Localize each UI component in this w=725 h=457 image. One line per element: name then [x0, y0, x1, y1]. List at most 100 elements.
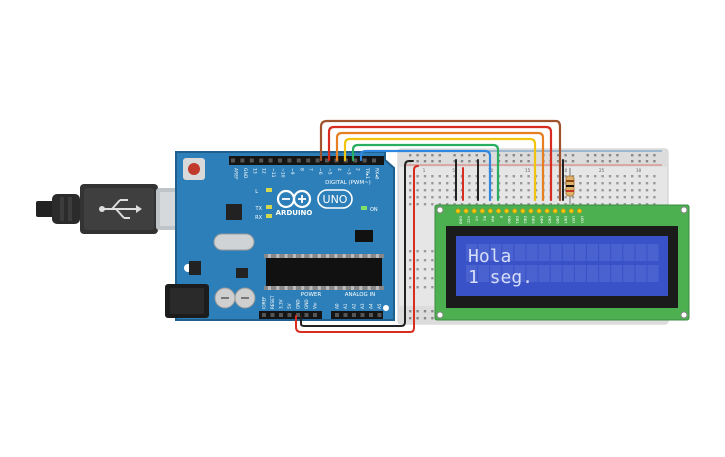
- breadboard-hole[interactable]: [601, 189, 604, 192]
- breadboard-hole[interactable]: [475, 175, 478, 178]
- lcd-pin[interactable]: [520, 208, 526, 214]
- digital-pin-hole[interactable]: [296, 158, 301, 163]
- lcd-pin[interactable]: [552, 208, 558, 214]
- digital-pin-hole[interactable]: [306, 158, 311, 163]
- breadboard-hole[interactable]: [468, 175, 471, 178]
- breadboard-hole[interactable]: [653, 175, 656, 178]
- breadboard-hole[interactable]: [542, 203, 545, 206]
- breadboard-hole[interactable]: [423, 175, 427, 178]
- breadboard-hole[interactable]: [431, 203, 434, 206]
- breadboard-hole[interactable]: [409, 175, 412, 178]
- analog-pin-hole[interactable]: [343, 313, 348, 317]
- rail-hole[interactable]: [453, 160, 456, 163]
- breadboard-hole[interactable]: [497, 203, 501, 206]
- rail-hole[interactable]: [416, 310, 419, 313]
- breadboard-hole[interactable]: [653, 189, 656, 192]
- breadboard-hole[interactable]: [475, 203, 478, 206]
- breadboard-hole[interactable]: [438, 175, 441, 178]
- breadboard-hole[interactable]: [645, 182, 649, 185]
- lcd-pin[interactable]: [455, 208, 461, 214]
- breadboard-hole[interactable]: [586, 182, 589, 185]
- breadboard-hole[interactable]: [557, 175, 560, 178]
- breadboard-hole[interactable]: [601, 182, 604, 185]
- breadboard-hole[interactable]: [520, 203, 523, 206]
- breadboard-hole[interactable]: [653, 182, 656, 185]
- breadboard-hole[interactable]: [431, 286, 434, 289]
- breadboard-hole[interactable]: [416, 250, 419, 253]
- lcd-pin[interactable]: [471, 208, 477, 214]
- breadboard-hole[interactable]: [409, 203, 412, 206]
- wire-5v-red[interactable]: [295, 165, 419, 333]
- rail-hole[interactable]: [594, 160, 597, 163]
- digital-pin-hole[interactable]: [240, 158, 245, 163]
- breadboard-hole[interactable]: [490, 196, 493, 199]
- breadboard-hole[interactable]: [579, 182, 582, 185]
- breadboard-hole[interactable]: [623, 203, 626, 206]
- breadboard-hole[interactable]: [483, 196, 486, 199]
- breadboard-hole[interactable]: [468, 203, 471, 206]
- breadboard-hole[interactable]: [564, 203, 567, 206]
- rail-hole[interactable]: [431, 317, 434, 320]
- breadboard-hole[interactable]: [453, 203, 456, 206]
- breadboard-hole[interactable]: [579, 175, 582, 178]
- breadboard-hole[interactable]: [438, 196, 441, 199]
- rail-hole[interactable]: [416, 160, 419, 163]
- breadboard-hole[interactable]: [564, 175, 567, 178]
- rail-hole[interactable]: [564, 160, 567, 163]
- breadboard-hole[interactable]: [431, 182, 434, 185]
- rail-hole[interactable]: [653, 160, 656, 163]
- power-pin-hole[interactable]: [304, 313, 309, 317]
- digital-pin-hole[interactable]: [259, 158, 264, 163]
- breadboard-hole[interactable]: [638, 189, 641, 192]
- analog-pin-hole[interactable]: [369, 313, 373, 317]
- breadboard-hole[interactable]: [512, 196, 515, 199]
- rail-hole[interactable]: [483, 160, 486, 163]
- breadboard-hole[interactable]: [416, 182, 419, 185]
- breadboard-hole[interactable]: [557, 196, 560, 199]
- breadboard-hole[interactable]: [409, 286, 412, 289]
- rail-hole[interactable]: [416, 317, 419, 320]
- breadboard-hole[interactable]: [446, 175, 449, 178]
- lcd-pin[interactable]: [528, 208, 534, 214]
- breadboard-hole[interactable]: [446, 189, 449, 192]
- breadboard-hole[interactable]: [512, 182, 515, 185]
- breadboard-hole[interactable]: [505, 196, 508, 199]
- breadboard-hole[interactable]: [416, 259, 419, 262]
- rail-hole[interactable]: [571, 154, 575, 157]
- breadboard-hole[interactable]: [594, 182, 597, 185]
- breadboard-hole[interactable]: [623, 189, 626, 192]
- breadboard-hole[interactable]: [468, 189, 471, 192]
- power-pin-hole[interactable]: [262, 313, 266, 317]
- rail-hole[interactable]: [475, 154, 478, 157]
- rail-hole[interactable]: [631, 160, 634, 163]
- wire-red-data[interactable]: [327, 125, 553, 202]
- breadboard-hole[interactable]: [645, 203, 649, 206]
- wire-gnd-black[interactable]: [300, 160, 414, 327]
- breadboard-hole[interactable]: [594, 175, 597, 178]
- breadboard-hole[interactable]: [623, 182, 626, 185]
- breadboard-hole[interactable]: [631, 182, 634, 185]
- wire-green[interactable]: [351, 143, 500, 202]
- lcd-pin[interactable]: [487, 208, 493, 214]
- rail-hole[interactable]: [557, 160, 560, 163]
- breadboard-hole[interactable]: [409, 196, 412, 199]
- breadboard-hole[interactable]: [446, 203, 449, 206]
- digital-pin-hole[interactable]: [325, 158, 329, 163]
- rail-hole[interactable]: [638, 154, 641, 157]
- breadboard-hole[interactable]: [431, 175, 434, 178]
- breadboard-hole[interactable]: [431, 196, 434, 199]
- breadboard-hole[interactable]: [446, 196, 449, 199]
- breadboard-hole[interactable]: [453, 189, 456, 192]
- rail-hole[interactable]: [520, 160, 523, 163]
- breadboard-hole[interactable]: [571, 203, 575, 206]
- breadboard-hole[interactable]: [527, 203, 530, 206]
- rail-hole[interactable]: [616, 160, 619, 163]
- rail-hole[interactable]: [601, 160, 604, 163]
- breadboard-hole[interactable]: [638, 203, 641, 206]
- digital-pin-hole[interactable]: [372, 158, 376, 163]
- breadboard-hole[interactable]: [431, 268, 434, 271]
- breadboard-hole[interactable]: [409, 259, 412, 262]
- breadboard-hole[interactable]: [423, 196, 427, 199]
- lcd-pin[interactable]: [504, 208, 510, 214]
